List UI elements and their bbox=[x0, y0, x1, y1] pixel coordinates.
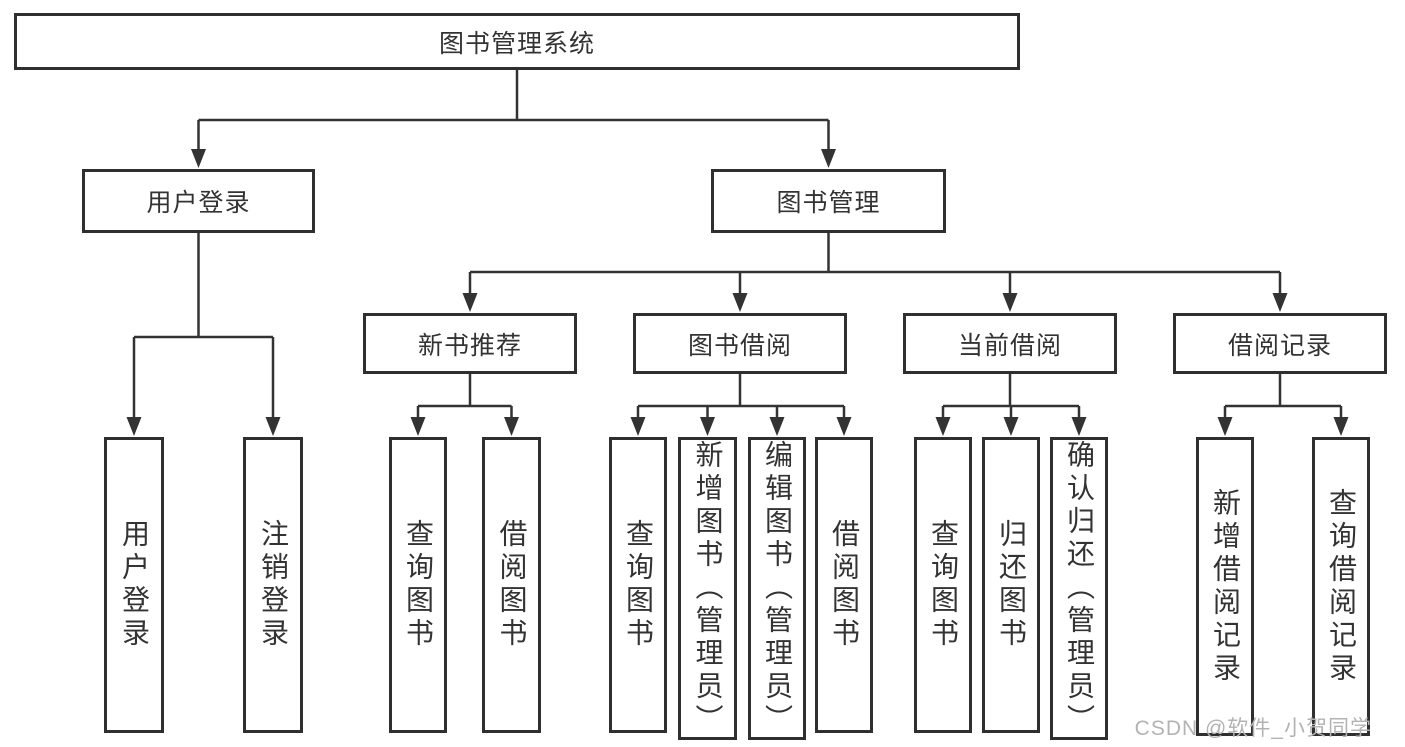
node-label-book-borrow: 图书借阅 bbox=[687, 331, 792, 360]
node-add-book-admin: 新增图书（管理员） bbox=[678, 437, 737, 740]
edge-book-mgmt bbox=[468, 233, 1282, 295]
edge-root bbox=[197, 70, 830, 151]
node-root: 图书管理系统 bbox=[14, 13, 1020, 70]
node-label-add-borrow-record: 新增借阅记录 bbox=[1210, 487, 1241, 686]
arrowhead-book-mgmt bbox=[821, 149, 836, 168]
node-query-book-rec: 查询图书 bbox=[389, 437, 447, 733]
edge-borrow-records bbox=[1223, 374, 1343, 419]
node-return-book: 归还图书 bbox=[982, 437, 1040, 733]
arrowhead-query-borrow-record bbox=[1333, 417, 1349, 436]
node-label-current-borrow: 当前借阅 bbox=[957, 331, 1062, 360]
node-query-book-current: 查询图书 bbox=[914, 437, 972, 733]
node-label-query-book-borrow: 查询图书 bbox=[623, 519, 654, 651]
arrowhead-confirm-return-admin bbox=[1071, 417, 1087, 436]
node-borrow-book-rec: 借阅图书 bbox=[482, 437, 541, 733]
node-query-book-borrow: 查询图书 bbox=[609, 437, 667, 733]
arrowhead-borrow-book-borrow bbox=[836, 417, 852, 436]
node-add-borrow-record: 新增借阅记录 bbox=[1196, 437, 1254, 736]
arrowhead-logout bbox=[265, 417, 281, 436]
arrowhead-edit-book-admin bbox=[769, 417, 785, 436]
node-new-book-rec: 新书推荐 bbox=[363, 313, 577, 374]
node-label-borrow-book-rec: 借阅图书 bbox=[496, 519, 528, 651]
node-label-borrow-records: 借阅记录 bbox=[1227, 331, 1332, 360]
node-label-logout: 注销登录 bbox=[258, 519, 289, 651]
node-label-root: 图书管理系统 bbox=[438, 29, 595, 58]
node-logout: 注销登录 bbox=[243, 437, 303, 733]
node-current-borrow: 当前借阅 bbox=[903, 313, 1117, 374]
node-login: 用户登录 bbox=[104, 437, 164, 733]
node-label-add-book-admin: 新增图书（管理员） bbox=[692, 440, 724, 737]
arrowhead-query-book-borrow bbox=[630, 417, 646, 436]
arrowhead-current-borrow bbox=[1002, 293, 1018, 312]
node-label-query-book-rec: 查询图书 bbox=[403, 519, 434, 651]
node-query-borrow-record: 查询借阅记录 bbox=[1312, 437, 1370, 736]
node-label-return-book: 归还图书 bbox=[996, 519, 1027, 651]
node-label-query-book-current: 查询图书 bbox=[928, 519, 959, 651]
arrowhead-borrow-records bbox=[1272, 293, 1288, 312]
arrowhead-return-book bbox=[1003, 417, 1019, 436]
node-label-borrow-book-borrow: 借阅图书 bbox=[829, 519, 860, 651]
edge-user-login bbox=[132, 233, 275, 419]
edge-new-book-rec bbox=[416, 374, 513, 419]
arrowhead-new-book-rec bbox=[462, 293, 478, 312]
node-label-new-book-rec: 新书推荐 bbox=[417, 331, 522, 360]
node-book-mgmt: 图书管理 bbox=[711, 169, 946, 233]
node-user-login: 用户登录 bbox=[82, 169, 315, 233]
node-label-book-mgmt: 图书管理 bbox=[776, 189, 881, 217]
arrowhead-query-book-current bbox=[935, 417, 951, 436]
arrowhead-add-borrow-record bbox=[1217, 417, 1233, 436]
arrowhead-user-login bbox=[191, 149, 206, 168]
arrowhead-borrow-book-rec bbox=[504, 417, 519, 436]
node-borrow-book-borrow: 借阅图书 bbox=[815, 437, 873, 733]
watermark: CSDN @软件_小贺同学 bbox=[1134, 717, 1372, 740]
node-borrow-records: 借阅记录 bbox=[1173, 313, 1387, 374]
node-label-login: 用户登录 bbox=[119, 519, 150, 651]
arrowhead-query-book-rec bbox=[410, 417, 426, 436]
node-label-confirm-return-admin: 确认归还（管理员） bbox=[1064, 440, 1095, 737]
arrowhead-login bbox=[126, 417, 142, 436]
node-label-query-borrow-record: 查询借阅记录 bbox=[1326, 487, 1357, 686]
node-confirm-return-admin: 确认归还（管理员） bbox=[1050, 437, 1108, 740]
node-label-user-login: 用户登录 bbox=[146, 189, 251, 217]
arrowhead-add-book-admin bbox=[700, 417, 715, 436]
edge-book-borrow bbox=[636, 374, 846, 419]
edge-current-borrow bbox=[941, 374, 1081, 419]
node-edit-book-admin: 编辑图书（管理员） bbox=[748, 437, 806, 740]
node-label-edit-book-admin: 编辑图书（管理员） bbox=[762, 440, 793, 737]
node-book-borrow: 图书借阅 bbox=[633, 313, 847, 374]
arrowhead-book-borrow bbox=[732, 293, 748, 312]
